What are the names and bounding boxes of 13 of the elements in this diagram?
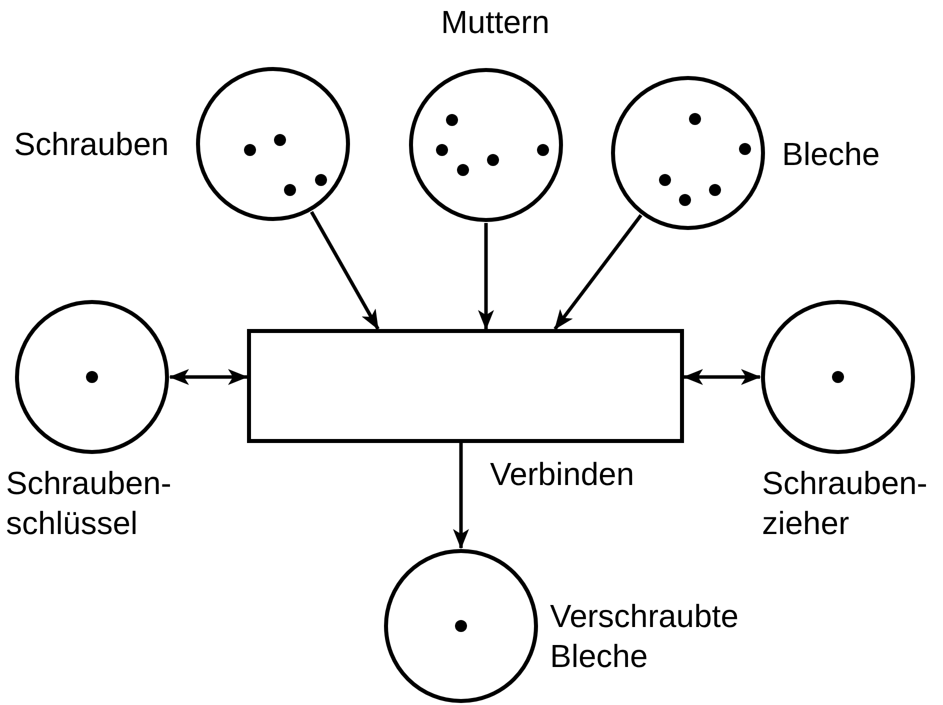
place-label: Verschraubte Bleche	[550, 597, 740, 676]
transition-label: Verbinden	[490, 455, 636, 494]
place-label: Schrauben	[14, 125, 170, 164]
arc-arrow	[683, 369, 761, 385]
arc-arrow	[310, 210, 380, 330]
arc-arrow	[453, 443, 469, 549]
arc-arrow	[478, 223, 494, 330]
place-label: Bleche	[782, 135, 881, 174]
place-label: Schrauben- schlüssel	[6, 464, 172, 543]
arc-arrow	[554, 214, 642, 330]
place-label: Schrauben- zieher	[762, 464, 928, 543]
place-label: Muttern	[441, 3, 550, 42]
arc-arrow	[169, 369, 248, 385]
